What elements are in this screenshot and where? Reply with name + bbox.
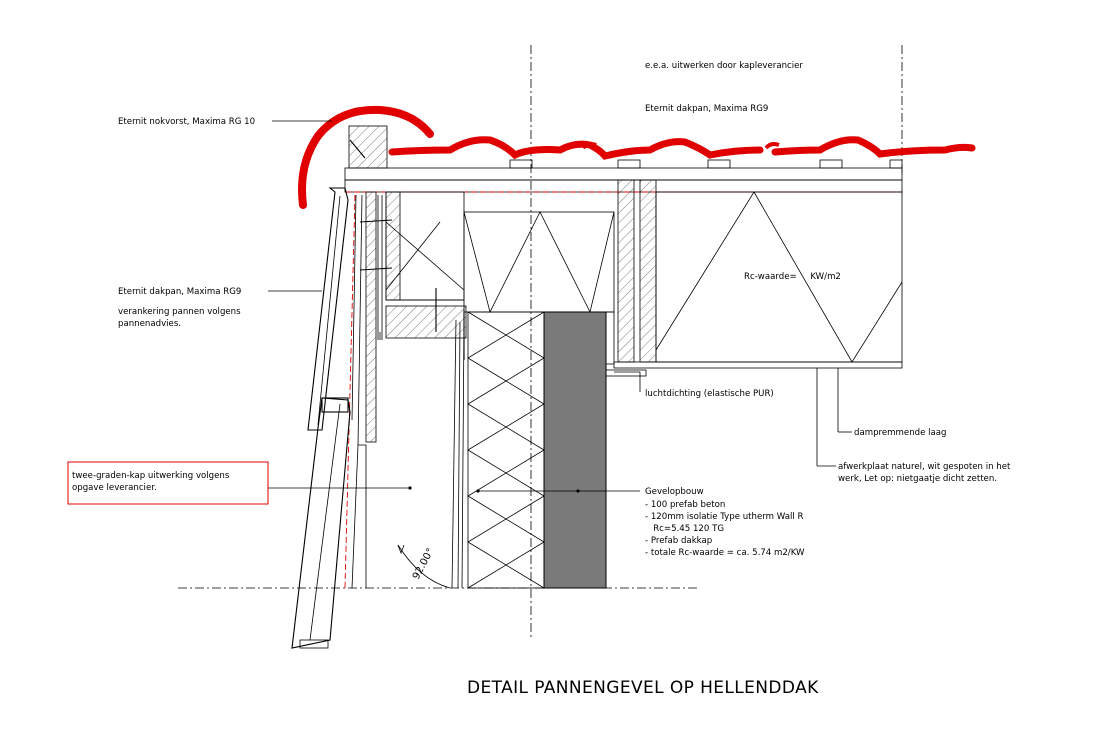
roof-tiles	[388, 136, 976, 160]
gable-strip	[365, 191, 377, 443]
angle-label: 92.00°	[411, 547, 437, 582]
drawing-title: DETAIL PANNENGEVEL OP HELLENDDAK	[467, 678, 819, 698]
anchor-nail	[349, 139, 366, 159]
gable-tiles	[291, 187, 367, 649]
angle-arc	[397, 544, 451, 589]
label-afwerkplaat-2: werk, Let op: nietgaatje dicht zetten.	[838, 474, 997, 484]
label-gevelopbouw-line: - 120mm isolatie Type utherm Wall R	[645, 512, 803, 522]
label-afwerkplaat-1: afwerkplaat naturel, wit gespoten in het	[838, 462, 1011, 472]
label-rc-waarde: Rc-waarde= KW/m2	[744, 272, 841, 282]
label-nokvorst: Eternit nokvorst, Maxima RG 10	[118, 117, 255, 127]
label-dakpan-top: Eternit dakpan, Maxima RG9	[645, 104, 768, 114]
label-gevelopbouw-line: - totale Rc-waarde = ca. 5.74 m2/KW	[645, 548, 805, 558]
callout-box	[67, 461, 269, 505]
label-gevelopbouw-line: - Prefab dakkap	[645, 536, 712, 546]
label-callout-1: twee-graden-kap uitwerking volgens	[72, 471, 230, 481]
leader-lines	[268, 120, 852, 492]
label-dakpan-side: Eternit dakpan, Maxima RG9	[118, 287, 241, 297]
label-verankering-1: verankering pannen volgens	[118, 307, 241, 317]
label-gevelopbouw-heading: Gevelopbouw	[645, 487, 704, 497]
prefab-concrete	[543, 311, 607, 589]
label-kapleverancier: e.e.a. uitwerken door kapleverancier	[645, 61, 803, 71]
timber-frame	[359, 179, 903, 377]
label-dampremmende: dampremmende laag	[854, 428, 947, 438]
insulation	[451, 311, 545, 589]
ridge-block	[348, 125, 388, 169]
labels: e.e.a. uitwerken door kapleverancier Ete…	[72, 61, 1011, 581]
leader-dots	[408, 486, 580, 493]
label-verankering-2: pannenadvies.	[118, 319, 181, 329]
ridge-tile	[298, 105, 434, 209]
label-callout-2: opgave leverancier.	[72, 483, 157, 493]
label-gevelopbouw-line: - 100 prefab beton	[645, 500, 725, 510]
label-luchtdichting: luchtdichting (elastische PUR)	[645, 389, 774, 399]
label-gevelopbouw-line: Rc=5.45 120 TG	[645, 524, 724, 534]
